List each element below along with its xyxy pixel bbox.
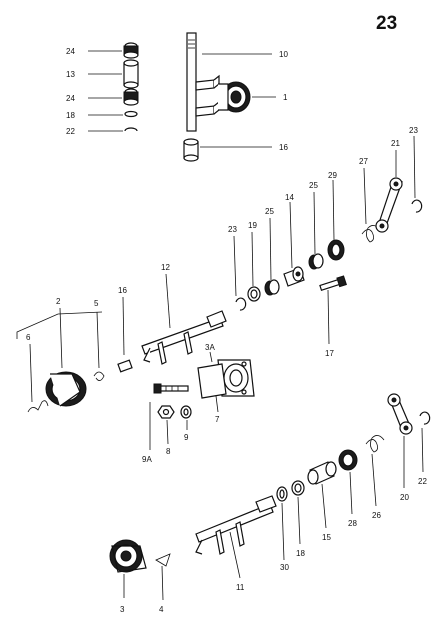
label-6: 6 bbox=[26, 333, 31, 342]
part-bolt bbox=[153, 383, 189, 394]
label-14: 14 bbox=[285, 193, 294, 202]
page-number: 23 bbox=[376, 13, 397, 34]
label-24-top: 24 bbox=[66, 47, 75, 56]
label-3: 3 bbox=[120, 605, 125, 614]
label-18-top: 18 bbox=[66, 111, 75, 120]
part-3-release-bearing: 3 bbox=[109, 539, 147, 614]
label-25-left: 25 bbox=[265, 207, 274, 216]
part-1-release-bearing: 1 bbox=[218, 81, 288, 113]
label-2: 2 bbox=[56, 297, 61, 306]
label-15: 15 bbox=[322, 533, 331, 542]
part-11-selector-shaft: 11 bbox=[195, 495, 277, 592]
label-1: 1 bbox=[283, 93, 288, 102]
part-22-bottom-circlip: 22 bbox=[418, 411, 431, 486]
label-20: 20 bbox=[400, 493, 409, 502]
label-19: 19 bbox=[248, 221, 257, 230]
label-3a: 3A bbox=[205, 343, 215, 352]
label-18-bottom: 18 bbox=[296, 549, 305, 558]
group-bracket bbox=[16, 311, 103, 339]
part-18-bottom-washer: 18 bbox=[291, 480, 305, 558]
part-8-nut: 8 bbox=[157, 405, 175, 456]
part-28-ring: 28 bbox=[338, 449, 358, 528]
part-25-spring-right: 25 bbox=[308, 181, 324, 270]
part-24-lower-bushing: 24 bbox=[66, 88, 139, 106]
label-5: 5 bbox=[94, 299, 99, 308]
label-17: 17 bbox=[325, 349, 334, 358]
label-22-top: 22 bbox=[66, 127, 75, 136]
middle-assembly: 12 16 2 5 6 bbox=[16, 126, 423, 464]
label-11: 11 bbox=[236, 583, 245, 592]
part-13-sleeve: 13 bbox=[66, 59, 139, 89]
part-18-washer: 18 bbox=[66, 110, 138, 120]
part-23-right-circlip: 23 bbox=[409, 126, 423, 213]
part-22-circlip: 22 bbox=[66, 127, 138, 136]
label-27: 27 bbox=[359, 157, 368, 166]
part-4-clip: 4 bbox=[155, 553, 171, 614]
part-16-top-bushing: 16 bbox=[183, 138, 288, 162]
label-28: 28 bbox=[348, 519, 357, 528]
label-23-mid: 23 bbox=[228, 225, 237, 234]
label-24-bottom: 24 bbox=[66, 94, 75, 103]
label-7: 7 bbox=[215, 415, 220, 424]
label-16-top: 16 bbox=[279, 143, 288, 152]
part-27-coil-spring: 27 bbox=[359, 157, 381, 243]
label-25-right: 25 bbox=[309, 181, 318, 190]
label-22-bottom: 22 bbox=[418, 477, 427, 486]
label-10: 10 bbox=[279, 50, 288, 59]
part-7-guide-sleeve: 7 3A bbox=[197, 343, 255, 424]
part-9-washer: 9 bbox=[180, 405, 192, 442]
part-6-wire-clip: 6 bbox=[26, 333, 49, 413]
label-12: 12 bbox=[161, 263, 170, 272]
part-26-coil-spring: 26 bbox=[365, 435, 385, 520]
label-16-mid: 16 bbox=[118, 286, 127, 295]
label-29: 29 bbox=[328, 171, 337, 180]
top-assembly: 24 13 24 18 22 bbox=[66, 32, 288, 162]
part-5-spring-clip: 5 bbox=[93, 299, 105, 381]
label-23-right: 23 bbox=[409, 126, 418, 135]
part-2-release-bearing: 2 bbox=[45, 297, 87, 407]
part-15-sleeve: 15 bbox=[307, 461, 337, 542]
label-21: 21 bbox=[391, 139, 400, 148]
label-9: 9 bbox=[184, 433, 189, 442]
part-21-lever: 21 bbox=[375, 139, 403, 233]
part-24-upper-bushing: 24 bbox=[66, 42, 139, 59]
bottom-assembly: 11 3 4 30 18 bbox=[109, 393, 431, 614]
label-4: 4 bbox=[159, 605, 164, 614]
label-8: 8 bbox=[166, 447, 171, 456]
label-13: 13 bbox=[66, 70, 75, 79]
part-12-selector-shaft: 12 bbox=[141, 263, 227, 365]
part-17-bolt: 17 bbox=[319, 275, 347, 358]
part-10-release-shaft: 10 bbox=[186, 32, 288, 132]
part-20-lever: 20 bbox=[387, 393, 413, 502]
part-23-mid-circlip: 23 bbox=[228, 225, 247, 311]
label-30: 30 bbox=[280, 563, 289, 572]
part-14-sleeve: 14 bbox=[283, 193, 305, 287]
part-19-washer: 19 bbox=[247, 221, 261, 302]
part-30-ring: 30 bbox=[276, 486, 289, 572]
part-25-spring: 25 bbox=[264, 207, 280, 296]
part-16-mid-bushing: 16 bbox=[117, 286, 133, 373]
label-9a: 9A bbox=[142, 455, 152, 464]
part-29-ring: 29 bbox=[327, 171, 345, 261]
label-26: 26 bbox=[372, 511, 381, 520]
